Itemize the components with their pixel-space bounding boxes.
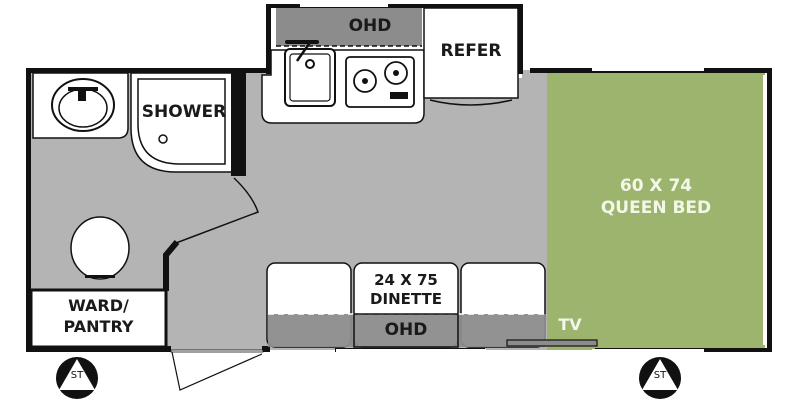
toilet-icon [70, 216, 130, 280]
refrigerator [423, 7, 519, 99]
ohd-top-label: OHD [348, 16, 392, 36]
window [300, 4, 388, 7]
ohd-bottom [268, 314, 546, 347]
shower-drain-icon [158, 134, 168, 144]
tv-icon [506, 339, 598, 347]
stabilizer-jack-icon [639, 357, 681, 399]
bath-wall [231, 72, 246, 176]
bed-label: QUEEN BED [600, 198, 712, 218]
refer-label: REFER [440, 41, 502, 61]
queen-bed [547, 70, 765, 350]
ward-pantry-label-line2: PANTRY [63, 317, 134, 336]
bed-size-label: 60 X 74 [619, 176, 693, 196]
window [763, 75, 765, 345]
stabilizer-label: ST [70, 370, 84, 381]
dinette [266, 262, 546, 348]
ohd-bottom-label: OHD [384, 320, 428, 340]
dinette-size-label: 24 X 75 [374, 271, 438, 289]
entry-door-swing [171, 351, 263, 391]
shower-label: SHOWER [141, 102, 227, 122]
ward-pantry-cabinet [29, 288, 168, 349]
bath-wall-lower [163, 240, 180, 291]
window [336, 349, 486, 352]
stabilizer-label: ST [653, 370, 667, 381]
tv-label: TV [558, 315, 582, 334]
ohd-top [276, 8, 422, 46]
window [592, 68, 704, 71]
ward-pantry-label-line1: WARD/ [68, 296, 129, 315]
dinette-label: DINETTE [370, 290, 442, 308]
window [592, 349, 704, 352]
bath-door-swing [175, 177, 259, 244]
stabilizer-jack-icon [56, 357, 98, 399]
